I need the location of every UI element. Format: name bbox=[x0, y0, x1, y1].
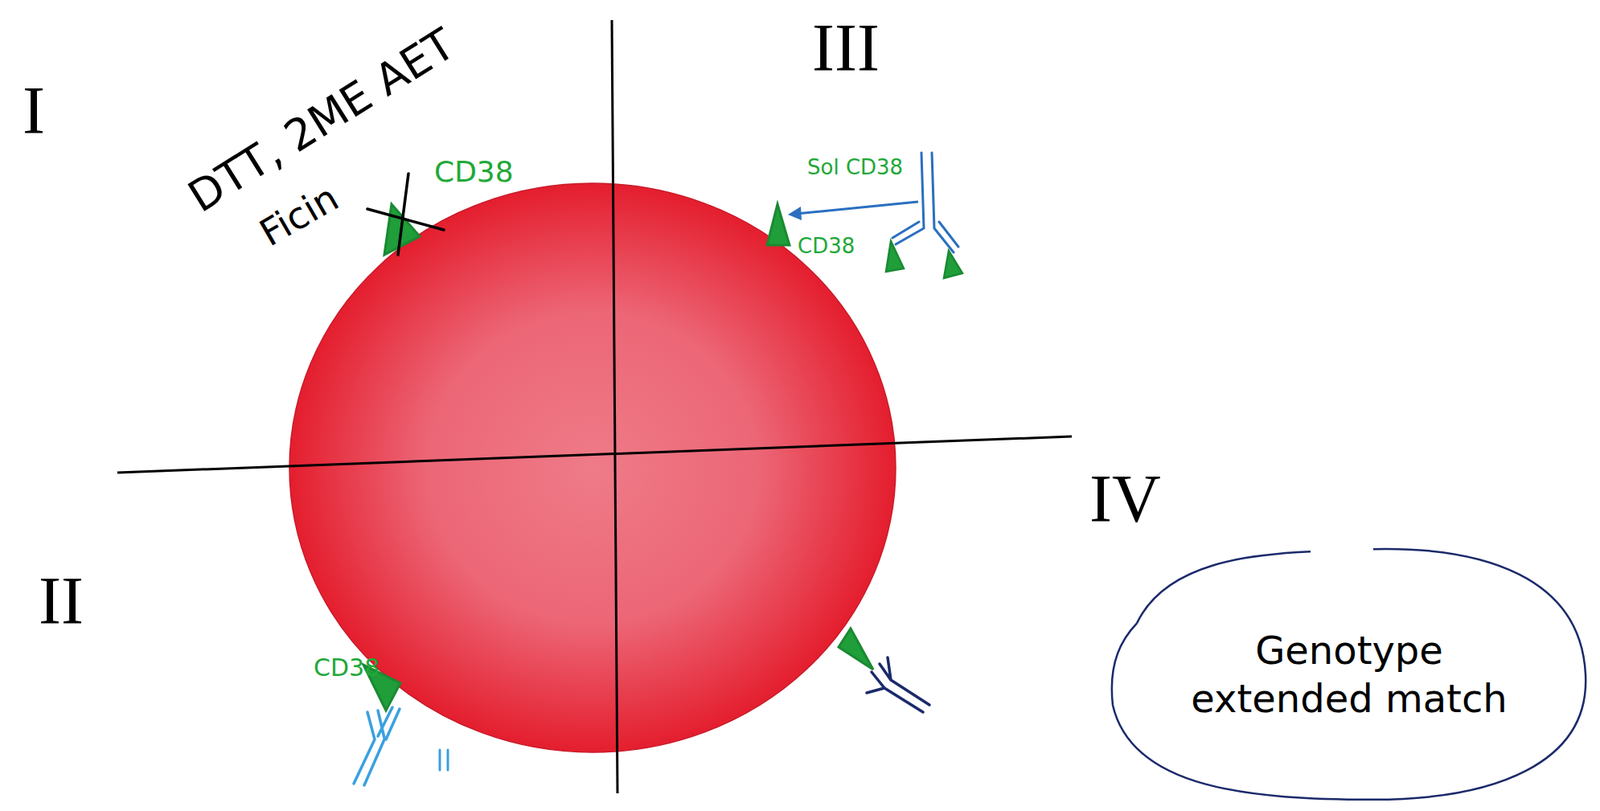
double-bar bbox=[439, 750, 448, 771]
soluble-cd38 bbox=[886, 241, 904, 272]
antigen-label: CD38 bbox=[313, 654, 380, 682]
antigen-label: Sol CD38 bbox=[807, 155, 903, 180]
antibody bbox=[353, 707, 400, 786]
roman-numeral: IV bbox=[1089, 462, 1162, 537]
bubble-outline bbox=[1107, 546, 1591, 803]
antibody bbox=[866, 657, 930, 713]
roman-numeral: III bbox=[812, 11, 880, 86]
bubble-text: Genotype extended match bbox=[1164, 626, 1535, 723]
quadrant-line bbox=[117, 436, 1072, 473]
red-cell bbox=[289, 183, 896, 753]
antigen-label: CD38 bbox=[797, 234, 855, 259]
bubble-path bbox=[1111, 549, 1586, 800]
antigen-label: CD38 bbox=[434, 155, 514, 189]
cd38-antigen bbox=[838, 628, 874, 670]
quadrant-line bbox=[611, 20, 618, 794]
cd38-antigen bbox=[767, 204, 790, 246]
match-bubble: Genotype extended match bbox=[1107, 546, 1591, 803]
roman-numeral: I bbox=[22, 73, 46, 148]
cross-mark bbox=[367, 173, 444, 255]
arrow-head bbox=[787, 206, 802, 221]
reagent-label: Ficin bbox=[253, 176, 346, 254]
roman-numeral: II bbox=[38, 564, 84, 639]
arrow-line bbox=[795, 201, 919, 214]
soluble-cd38 bbox=[943, 250, 963, 279]
